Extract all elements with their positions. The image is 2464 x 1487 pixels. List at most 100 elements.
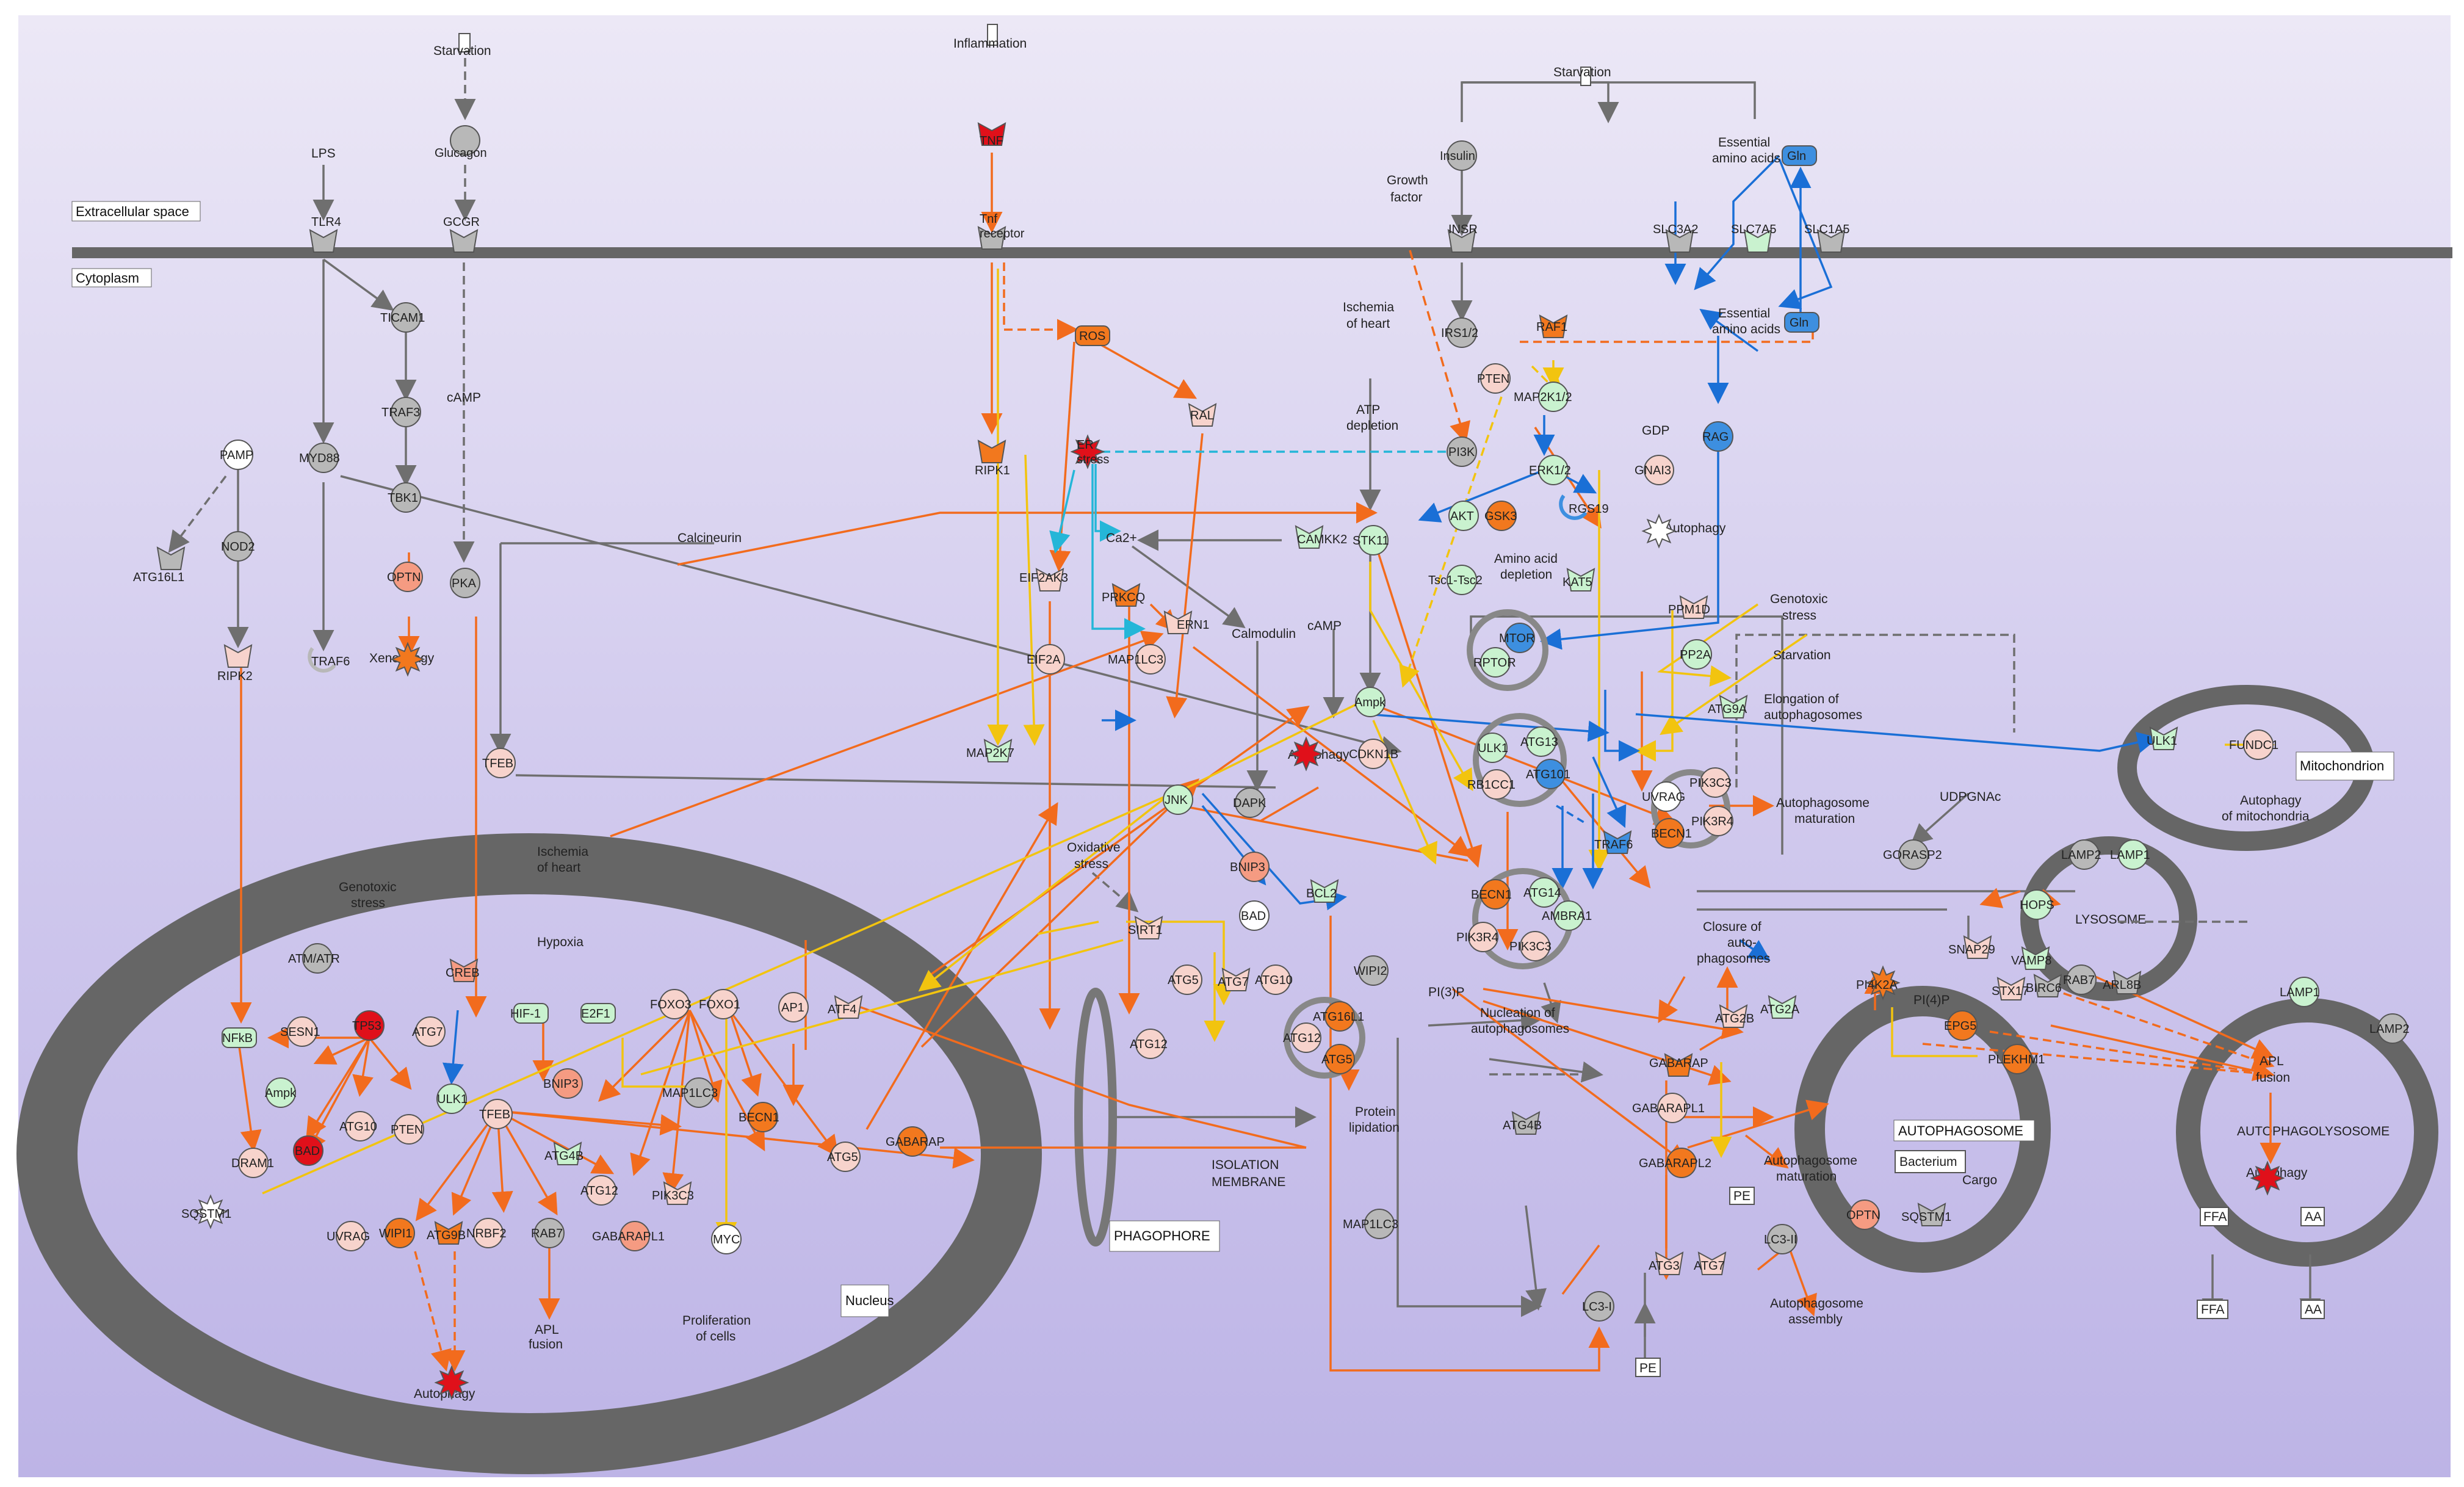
- edge: [1778, 158, 1833, 309]
- stk11-label: STK11: [1353, 534, 1389, 548]
- plekhm1-label: PLEKHM1: [1988, 1053, 2045, 1066]
- lamp2-top-label: LAMP2: [2061, 848, 2101, 862]
- pik3r4-mid-node: PIK3R4: [1456, 922, 1498, 952]
- wipi1-node: WIPI1: [379, 1218, 415, 1248]
- ap-maturation-top-2: maturation: [1794, 812, 1855, 826]
- inflammation-icon: [987, 24, 998, 46]
- autophagolysosome-label: AUTOPHAGOLYSOSOME: [2237, 1124, 2390, 1138]
- edge: [1483, 988, 1744, 1040]
- rab7-nuc-label: RAB7: [531, 1227, 563, 1240]
- stx17-node: STX17: [1992, 977, 2029, 1000]
- elongation-label-1: Elongation of: [1764, 692, 1839, 706]
- edge: [497, 1110, 975, 1169]
- glucagon-node: Glucagon: [435, 125, 487, 160]
- edge: [1428, 1010, 1542, 1032]
- map1lc3-bottom-shape: [1364, 1209, 1395, 1239]
- optn-xeno-shape: [392, 562, 423, 592]
- hif1-shape: [513, 1003, 549, 1024]
- ampk-shape: [1355, 687, 1386, 717]
- insulin-shape: [1447, 140, 1477, 171]
- ap1-node: AP1: [778, 992, 809, 1022]
- uvrag-shape: [1651, 781, 1682, 812]
- calmodulin-label: Calmodulin: [1232, 627, 1296, 641]
- sqstm1-nuc-shape: [193, 1194, 228, 1229]
- edge: [1979, 888, 2021, 908]
- foxo3-node: FOXO3: [650, 989, 692, 1019]
- ampk-node: Ampk: [1354, 687, 1386, 717]
- lamp2-lys-label: LAMP2: [2369, 1022, 2410, 1036]
- edge: [640, 939, 1124, 1076]
- optn-xeno-node: OPTN: [387, 562, 423, 592]
- bad-cyto-shape: [1239, 900, 1270, 931]
- dram1-label: DRAM1: [231, 1157, 274, 1170]
- rab7-ap-shape: [2066, 964, 2097, 995]
- edge: [1418, 469, 1545, 523]
- glucagon-label: Glucagon: [435, 147, 487, 160]
- becn1-top-label: BECN1: [1651, 827, 1692, 841]
- ulk1-mito-node: ULK1: [2147, 726, 2178, 750]
- aa-box: [2300, 1207, 2325, 1226]
- atg12-cyto-shape: [1135, 1029, 1166, 1059]
- atg16l1-complex-label: ATG16L1: [1313, 1010, 1364, 1024]
- map1lc3-nuc-node: MAP1LC3: [662, 1077, 718, 1108]
- uvrag-node: UVRAG: [1642, 781, 1685, 812]
- edge: [1049, 469, 1075, 554]
- pten-cyto-node: PTEN: [1477, 363, 1511, 394]
- vamp8-shape: [2021, 946, 2050, 970]
- bad-nuc-label: BAD: [295, 1145, 320, 1158]
- atg12-complex-shape: [1291, 1022, 1321, 1053]
- gln-bottom-node: Gln: [1784, 312, 1819, 333]
- raf1-node: RAF1: [1536, 314, 1568, 338]
- atg5-cyto-shape: [1172, 964, 1202, 995]
- edge: [918, 798, 1164, 992]
- traf3-shape: [391, 397, 421, 427]
- ap-maturation-top-1: Autophagosome: [1776, 796, 1870, 810]
- epg5-shape: [1947, 1010, 1978, 1041]
- slc3a2-node: SLC3A2: [1653, 223, 1699, 253]
- ulk1-nuc-shape: [436, 1084, 467, 1114]
- birc6-shape: [2033, 974, 2062, 997]
- kat5-shape: [1566, 568, 1595, 592]
- edge: [1694, 154, 1780, 291]
- rgs19-node: RGS19: [1559, 494, 1609, 520]
- rptor-node: RPTOR: [1473, 647, 1516, 678]
- ulk1-shape: [1477, 733, 1508, 763]
- becn1-nuc-node: BECN1: [739, 1102, 779, 1132]
- myc-label: MYC: [713, 1233, 740, 1246]
- erk12-shape: [1538, 455, 1569, 485]
- atf4-shape: [834, 995, 863, 1019]
- map1lc3-nuc-shape: [684, 1077, 714, 1108]
- slc1a5-label: SLC1A5: [1804, 223, 1850, 236]
- pik3r4-top-shape: [1703, 806, 1733, 836]
- elongation-label-2: autophagosomes: [1764, 708, 1862, 722]
- edge: [1162, 701, 1362, 801]
- lamp1-lys-shape: [2289, 977, 2319, 1007]
- atg12-nuc-shape: [586, 1175, 616, 1206]
- slc3a2-label: SLC3A2: [1653, 223, 1699, 236]
- kat5-label: KAT5: [1563, 576, 1592, 589]
- essential-aa-bottom-2: amino acids: [1712, 322, 1780, 336]
- atg3-node: ATG3: [1649, 1251, 1684, 1275]
- edge: [1192, 646, 1472, 858]
- ambra1-shape: [1553, 900, 1584, 931]
- atg7-cyto-label: ATG7: [1218, 975, 1249, 989]
- sesn1-shape: [287, 1016, 317, 1047]
- bnip3-nuc-shape: [552, 1068, 583, 1099]
- edge: [497, 1110, 615, 1174]
- gdp-label: GDP: [1642, 424, 1670, 438]
- bnip3-cyto-shape: [1239, 852, 1270, 882]
- atg14-label: ATG14: [1523, 886, 1561, 900]
- edge: [662, 1010, 691, 1195]
- atg12-complex-label: ATG12: [1283, 1032, 1321, 1045]
- edge: [1409, 250, 1470, 444]
- rab7-ap-label: RAB7: [2063, 974, 2095, 987]
- hypoxia-label: Hypoxia: [537, 935, 583, 949]
- atp-depletion-label-2: depletion: [1346, 419, 1398, 433]
- sqstm1-ap-node: SQSTM1: [1901, 1203, 1951, 1226]
- atg3-label: ATG3: [1649, 1259, 1680, 1273]
- oxidative-stress-label-1: Oxidative: [1067, 841, 1121, 855]
- foxo3-label: FOXO3: [650, 998, 692, 1011]
- pten-nuc-shape: [394, 1114, 424, 1145]
- edge: [865, 801, 1058, 1130]
- tp53-label: TP53: [352, 1019, 381, 1033]
